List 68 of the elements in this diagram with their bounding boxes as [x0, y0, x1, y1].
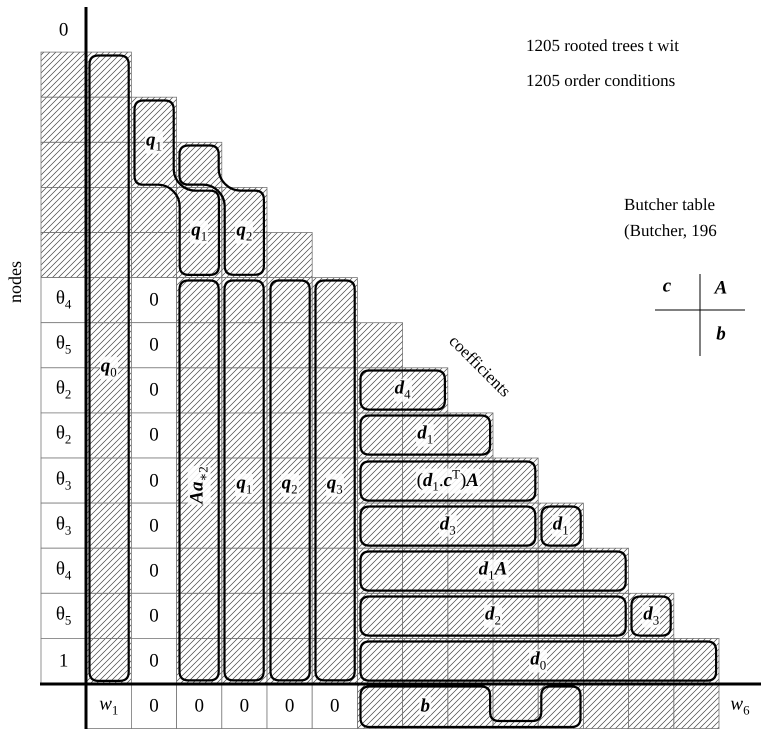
- weight-value: 0: [240, 696, 250, 716]
- node-value: θ$_{3}$: [56, 469, 72, 492]
- note-text: 1205 order conditions: [526, 72, 676, 91]
- rounded-outline: [358, 640, 718, 682]
- vector-label: q$_{0}$: [100, 356, 118, 380]
- weight-value: 0: [194, 696, 204, 716]
- tableau-symbol: b: [716, 324, 726, 344]
- vector-label: q$_{3}$: [326, 474, 344, 496]
- coefficient-value: 0: [149, 380, 159, 400]
- vector-label: q$_{1}$: [190, 221, 208, 244]
- weight-value: w$_{6}$: [730, 694, 750, 718]
- rounded-outline: [178, 279, 220, 682]
- tableau-symbol: A: [714, 278, 728, 298]
- axis-label: 0: [58, 20, 68, 40]
- vector-label: d$_{3}$: [438, 514, 457, 537]
- vector-label: d$_{1}$: [552, 514, 570, 537]
- rounded-outline: [540, 504, 582, 547]
- node-value: θ$_{3}$: [56, 514, 72, 537]
- vector-label: d$_{4}$: [394, 378, 412, 402]
- coefficient-value: 0: [149, 336, 159, 355]
- coefficient-value: 0: [149, 516, 159, 536]
- rounded-outline: [358, 460, 537, 502]
- coefficient-value: 0: [149, 471, 159, 490]
- rounded-outline: [132, 98, 220, 276]
- node-value: 1: [58, 651, 68, 670]
- rounded-outline: [358, 550, 628, 592]
- node-value: θ$_{5}$: [56, 334, 72, 357]
- vector-label: q$_{2}$: [280, 474, 299, 496]
- vector-label: q$_{1}$: [145, 130, 163, 154]
- rounded-outline: [314, 279, 356, 682]
- rounded-outline: [358, 414, 492, 456]
- vector-label: (d$_{1}$.c$^{T}$)A: [416, 468, 480, 494]
- coefficient-value: 0: [149, 606, 159, 626]
- rounded-outline: [358, 504, 537, 547]
- weight-value: w$_{1}$: [99, 694, 118, 718]
- tableau-symbol: c: [662, 276, 672, 296]
- note-text: (Butcher, 196: [624, 222, 717, 241]
- weight-value: 0: [149, 696, 159, 716]
- node-value: θ$_{4}$: [56, 559, 72, 582]
- vector-label: d$_{3}$: [642, 604, 660, 628]
- rounded-outline: [358, 685, 582, 728]
- coefficient-value: 0: [149, 290, 159, 310]
- note-text: Butcher table: [624, 196, 716, 215]
- rounded-outline: [358, 369, 446, 412]
- node-value: θ$_{4}$: [56, 288, 72, 312]
- rounded-outline: [178, 144, 266, 276]
- rounded-outline: [223, 279, 266, 682]
- vector-label: d$_{0}$: [529, 650, 548, 672]
- note-text: 1205 rooted trees t wit: [526, 37, 679, 56]
- rounded-outline: [358, 594, 628, 637]
- rounded-outline: [88, 54, 130, 682]
- weight-value: 0: [284, 696, 294, 716]
- vector-label: q$_{1}$: [235, 474, 254, 496]
- coefficient-value: 0: [149, 651, 159, 670]
- vector-label: q$_{2}$: [235, 221, 254, 244]
- coefficient-value: 0: [149, 561, 159, 580]
- vector-label: d$_{1}$: [416, 424, 434, 447]
- axis-title: nodes: [6, 261, 24, 303]
- vector-label: d$_{2}$: [484, 604, 502, 628]
- vector-label: b: [419, 696, 431, 716]
- vector-label: d$_{1}$A: [478, 559, 508, 582]
- node-value: θ$_{2}$: [56, 424, 72, 447]
- rounded-outline: [630, 594, 672, 637]
- weight-value: 0: [330, 696, 340, 716]
- coefficient-value: 0: [149, 426, 159, 445]
- rounded-outline: [268, 279, 311, 682]
- node-value: θ$_{2}$: [56, 378, 72, 402]
- node-value: θ$_{5}$: [56, 604, 72, 628]
